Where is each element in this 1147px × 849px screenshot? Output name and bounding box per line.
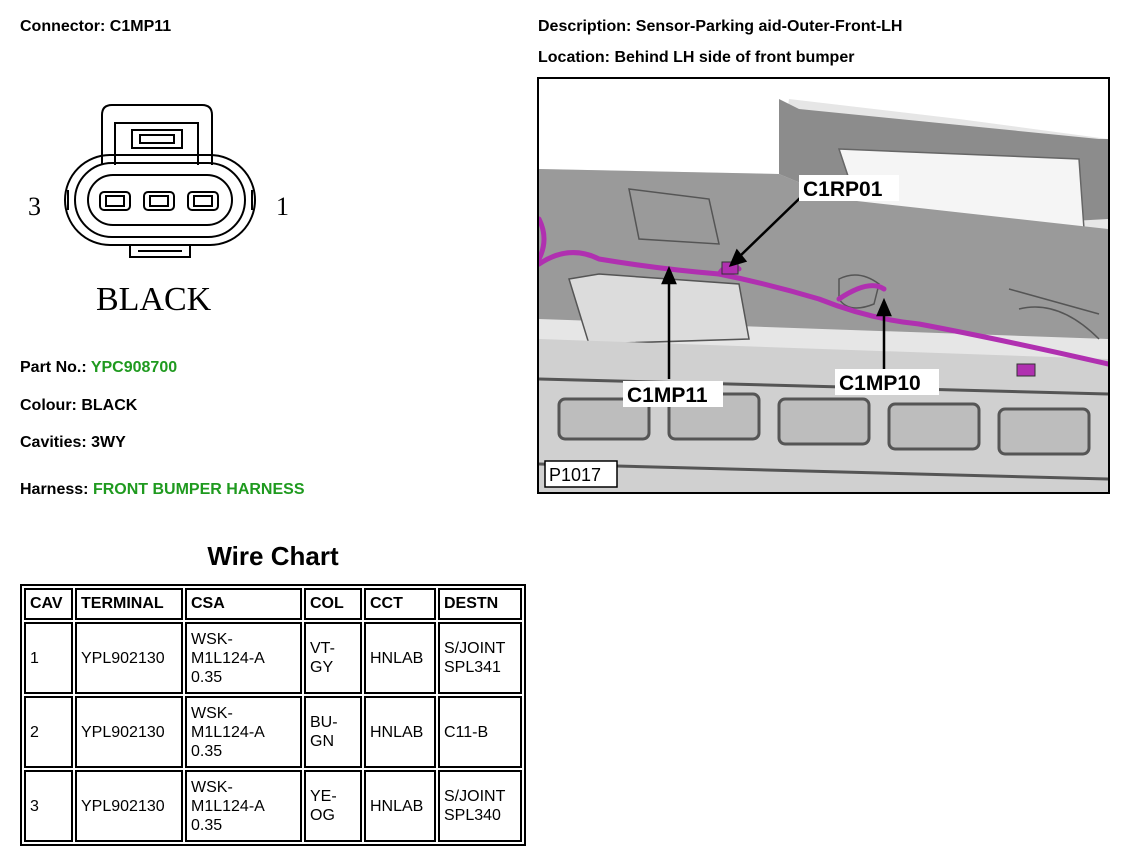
col-header-destn: DESTN xyxy=(438,588,522,620)
table-header-row: CAV TERMINAL CSA COL CCT DESTN xyxy=(24,588,522,620)
cell-cct: HNLAB xyxy=(364,622,436,694)
harness-label: Harness: xyxy=(20,481,89,498)
pin-3-label: 3 xyxy=(28,192,41,221)
col-header-cct: CCT xyxy=(364,588,436,620)
harness-link[interactable]: FRONT BUMPER HARNESS xyxy=(92,481,305,498)
wire-chart-title: Wire Chart xyxy=(207,541,339,571)
col-header-cav: CAV xyxy=(24,588,73,620)
description-label: Description: xyxy=(538,18,632,35)
callout-c1rp01: C1RP01 xyxy=(803,178,883,201)
colour-field: Colour: BLACK xyxy=(20,397,137,415)
col-header-terminal: TERMINAL xyxy=(75,588,183,620)
cell-col: VT-GY xyxy=(304,622,362,694)
location-photo: C1RP01 C1MP11 C1MP10 P1017 xyxy=(537,77,1110,494)
connector-face-drawing: 3 1 BLACK xyxy=(28,104,289,318)
cavities-label: Cavities: xyxy=(20,434,87,451)
cavities-value: 3WY xyxy=(91,434,126,451)
cell-col: YE-OG xyxy=(304,770,362,842)
cell-cav: 2 xyxy=(24,696,73,768)
description-field: Description: Sensor-Parking aid-Outer-Fr… xyxy=(538,18,902,36)
cell-cct: HNLAB xyxy=(364,770,436,842)
wire-chart-table: CAV TERMINAL CSA COL CCT DESTN 1 YPL9021… xyxy=(20,584,526,846)
part-no-label: Part No.: xyxy=(20,359,87,376)
colour-label: Colour: xyxy=(20,397,77,414)
col-header-csa: CSA xyxy=(185,588,302,620)
callout-c1mp10: C1MP10 xyxy=(839,372,921,395)
connector-color-text: BLACK xyxy=(96,281,212,318)
cell-terminal: YPL902130 xyxy=(75,696,183,768)
connector-value: C1MP11 xyxy=(109,18,172,35)
colour-value: BLACK xyxy=(81,397,138,414)
location-field: Location: Behind LH side of front bumper xyxy=(538,49,854,67)
cell-cav: 3 xyxy=(24,770,73,842)
connector-label: Connector: xyxy=(20,18,106,35)
cell-destn: C11-B xyxy=(438,696,522,768)
cell-terminal: YPL902130 xyxy=(75,622,183,694)
cell-cav: 1 xyxy=(24,622,73,694)
cavities-field: Cavities: 3WY xyxy=(20,434,126,452)
callout-c1mp11: C1MP11 xyxy=(627,384,708,407)
cell-cct: HNLAB xyxy=(364,696,436,768)
pin-1-label: 1 xyxy=(276,192,289,221)
connector-field: Connector: C1MP11 xyxy=(20,18,171,36)
part-no-link[interactable]: YPC908700 xyxy=(90,359,178,376)
cell-col: BU-GN xyxy=(304,696,362,768)
harness-field: Harness: FRONT BUMPER HARNESS xyxy=(20,481,305,499)
col-header-col: COL xyxy=(304,588,362,620)
part-no-field: Part No.: YPC908700 xyxy=(20,359,177,377)
location-value: Behind LH side of front bumper xyxy=(614,49,855,66)
figure-id: P1017 xyxy=(549,465,601,485)
description-value: Sensor-Parking aid-Outer-Front-LH xyxy=(635,18,903,35)
cell-terminal: YPL902130 xyxy=(75,770,183,842)
location-label: Location: xyxy=(538,49,610,66)
